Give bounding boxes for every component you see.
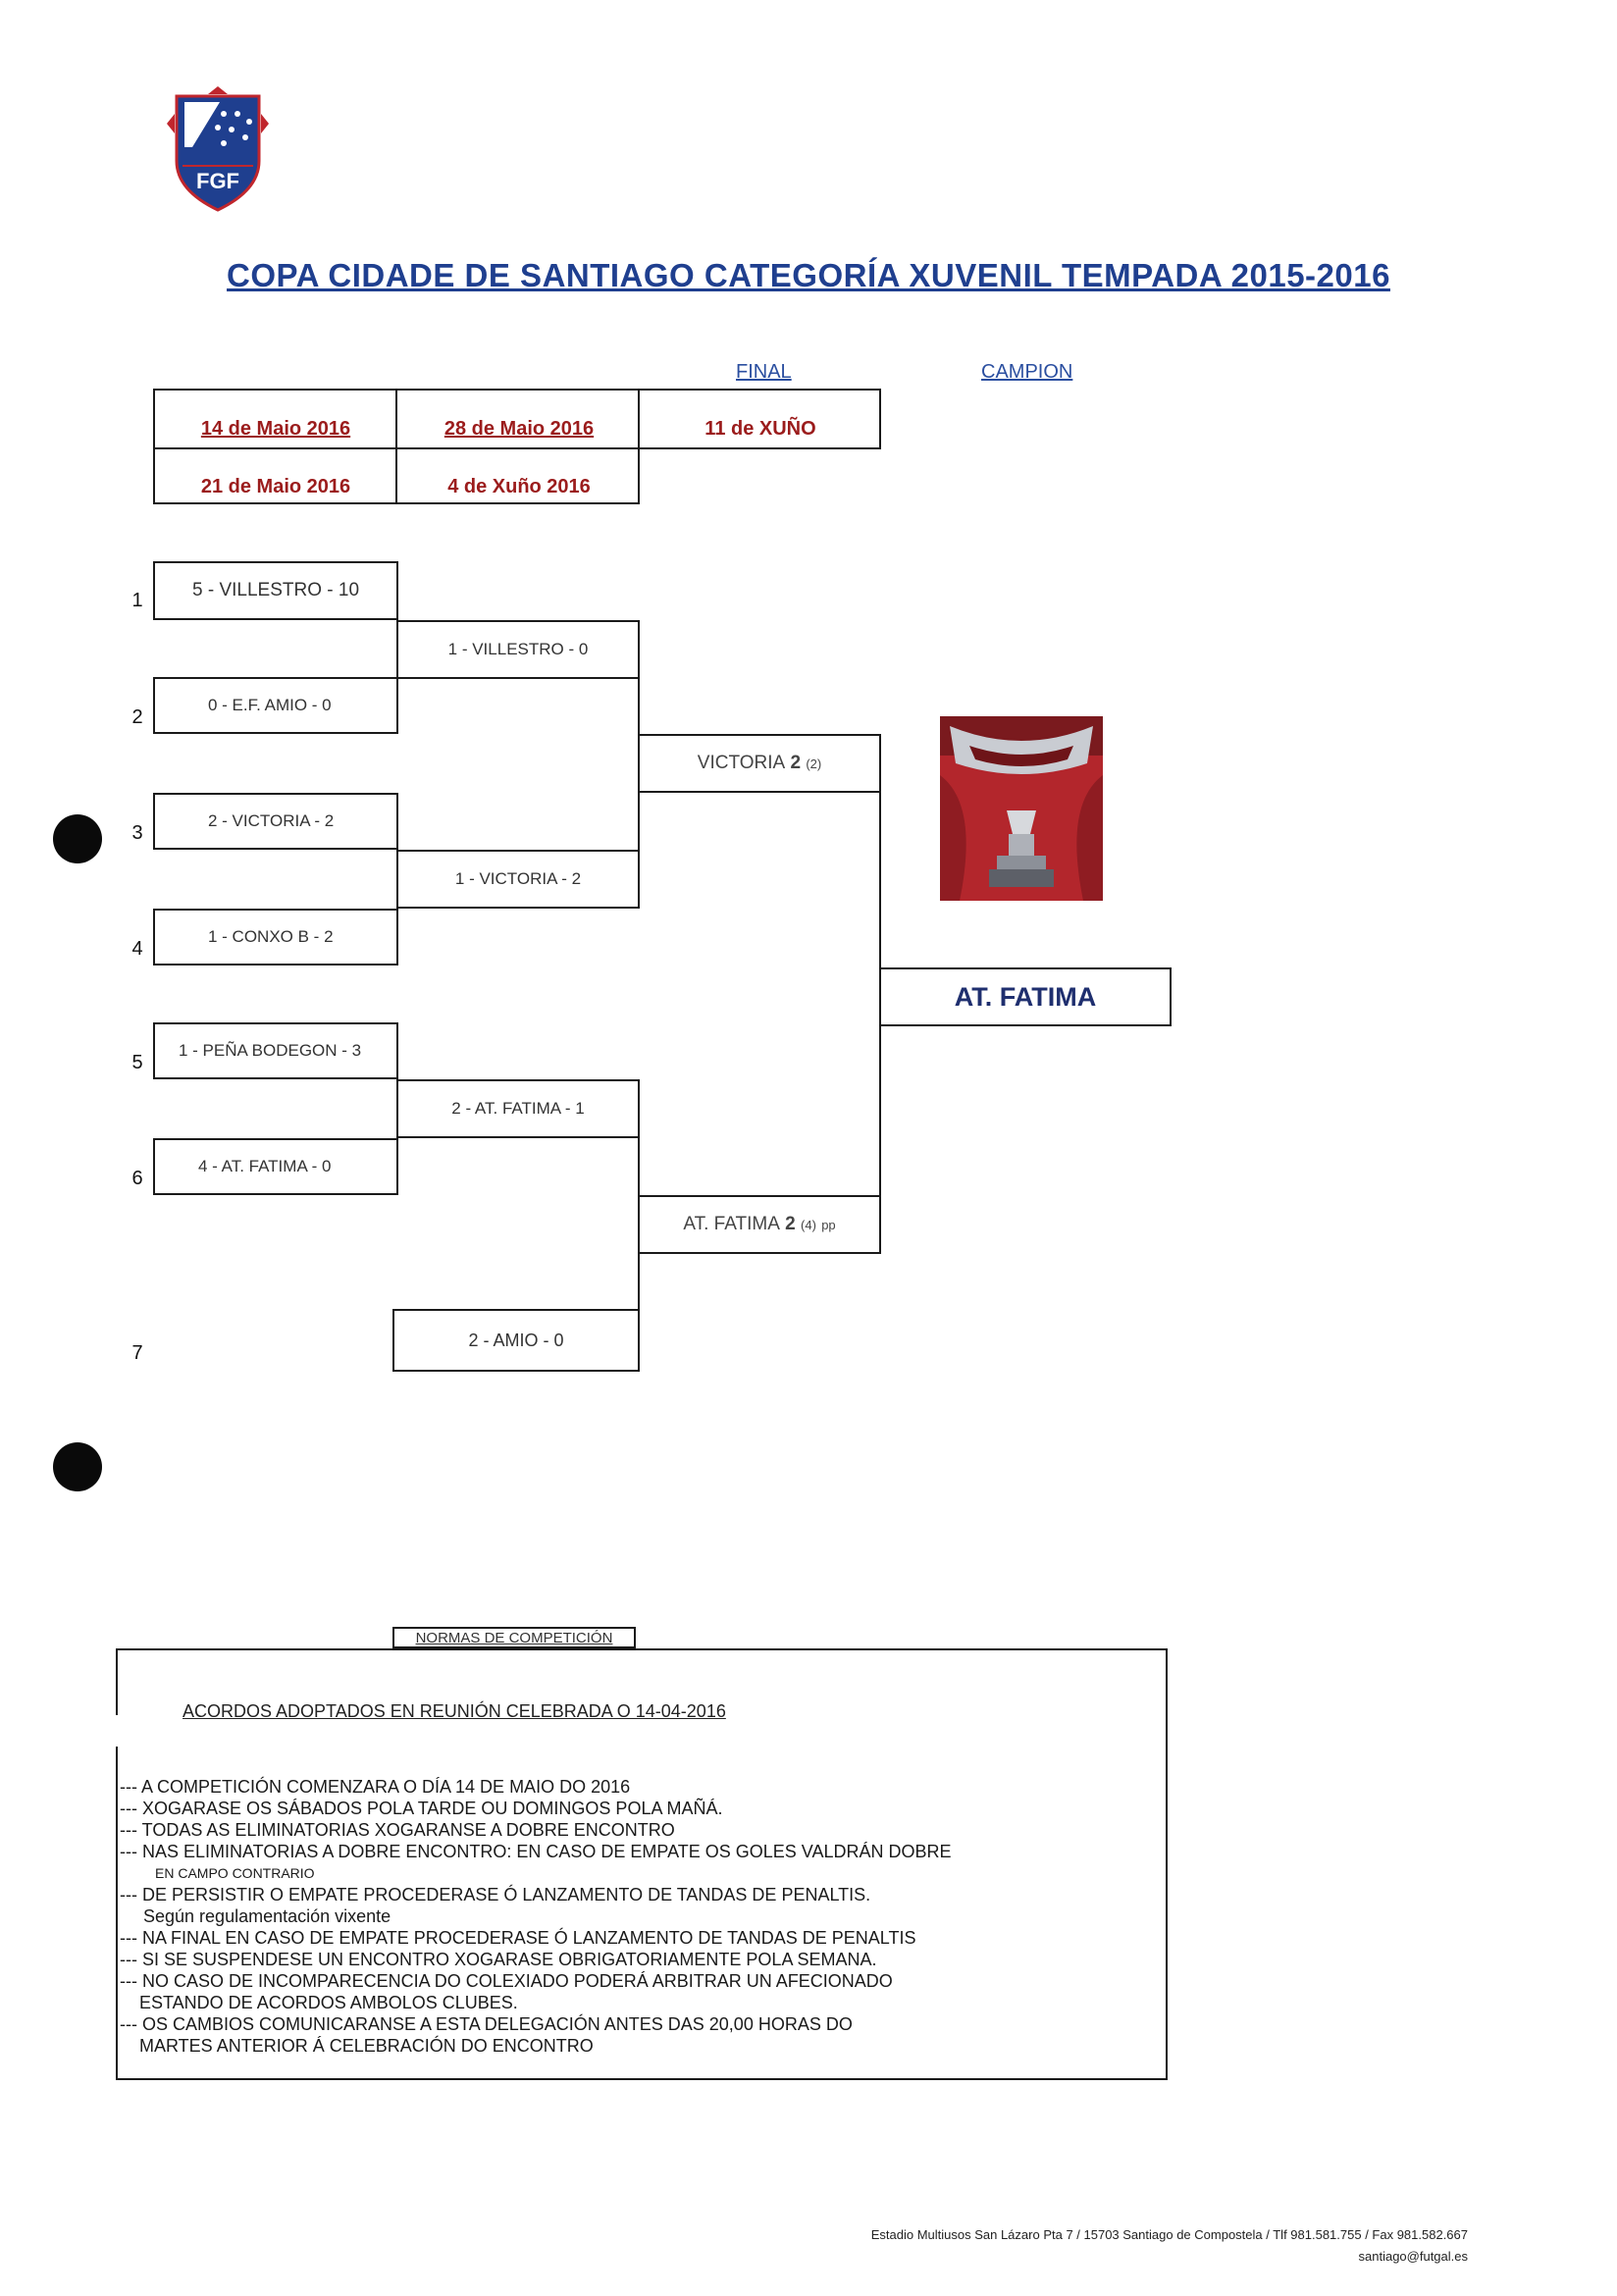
round1-match-6: 4 - AT. FATIMA - 0 bbox=[153, 1138, 398, 1195]
rules-list: --- A COMPETICIÓN COMENZARA O DÍA 14 DE … bbox=[120, 1776, 1160, 2057]
semifinal-bottom-pens: (4) bbox=[801, 1217, 816, 1232]
campion-header: CAMPION bbox=[981, 361, 1073, 383]
rules-tab: NORMAS DE COMPETICIÓN bbox=[392, 1627, 636, 1648]
rule-line-4: --- NAS ELIMINATORIAS A DOBRE ENCONTRO: … bbox=[120, 1842, 952, 1861]
fgf-logo: FGF bbox=[163, 84, 273, 216]
round2-match-1: 1 - VILLESTRO - 0 bbox=[396, 620, 640, 679]
date-r2-leg1: 28 de Maio 2016 bbox=[443, 418, 595, 440]
page-title: COPA CIDADE DE SANTIAGO CATEGORÍA XUVENI… bbox=[227, 257, 1390, 293]
seed-4: 4 bbox=[131, 938, 143, 960]
round1-match-5: 1 - PEÑA BODEGON - 3 bbox=[153, 1022, 398, 1079]
round2-match-4: 2 - AMIO - 0 bbox=[392, 1309, 640, 1372]
date-r2-leg2: 4 de Xuño 2016 bbox=[447, 476, 591, 497]
round1-match-2: 0 - E.F. AMIO - 0 bbox=[153, 677, 398, 734]
punch-hole-1 bbox=[53, 814, 102, 863]
trophy-photo bbox=[940, 716, 1103, 901]
rule-line-12: --- OS CAMBIOS COMUNICARANSE A ESTA DELE… bbox=[120, 2014, 853, 2034]
semifinal-bottom-suffix: pp bbox=[821, 1217, 836, 1232]
rule-line-3: --- TODAS AS ELIMINATORIAS XOGARANSE A D… bbox=[120, 1820, 675, 1840]
date-r1-leg2: 21 de Maio 2016 bbox=[200, 476, 351, 497]
rule-line-9: --- SI SE SUSPENDESE UN ENCONTRO XOGARAS… bbox=[120, 1950, 877, 1969]
semifinal-top-team: VICTORIA bbox=[697, 753, 786, 773]
punch-hole-2 bbox=[53, 1442, 102, 1491]
rule-line-6: --- DE PERSISTIR O EMPATE PROCEDERASE Ó … bbox=[120, 1885, 871, 1905]
logo-text: FGF bbox=[196, 169, 239, 193]
rule-line-5: EN CAMPO CONTRARIO bbox=[155, 1865, 315, 1881]
rule-line-2: --- XOGARASE OS SÁBADOS POLA TARDE OU DO… bbox=[120, 1799, 723, 1818]
seed-1: 1 bbox=[131, 590, 143, 611]
round2-match-2: 1 - VICTORIA - 2 bbox=[396, 850, 640, 909]
rules-box bbox=[116, 1648, 1168, 2080]
seed-6: 6 bbox=[131, 1168, 143, 1189]
round1-match-4: 1 - CONXO B - 2 bbox=[153, 909, 398, 965]
footer-email: santiago@futgal.es bbox=[1358, 2249, 1469, 2264]
footer-address: Estadio Multiusos San Lázaro Pta 7 / 157… bbox=[870, 2227, 1468, 2242]
rule-line-11: ESTANDO DE ACORDOS AMBOLOS CLUBES. bbox=[139, 1993, 518, 2012]
seed-5: 5 bbox=[131, 1052, 143, 1073]
semifinal-top-pens: (2) bbox=[806, 756, 822, 771]
champion-box: AT. FATIMA bbox=[879, 967, 1172, 1026]
seed-2: 2 bbox=[131, 706, 143, 728]
rules-heading: ACORDOS ADOPTADOS EN REUNIÓN CELEBRADA O… bbox=[183, 1701, 726, 1721]
semifinal-bottom: AT. FATIMA 2 (4) pp bbox=[638, 1195, 881, 1254]
rule-line-7: Según regulamentación vixente bbox=[143, 1906, 391, 1926]
final-header: FINAL bbox=[736, 361, 792, 383]
date-r1-leg1: 14 de Maio 2016 bbox=[200, 418, 351, 440]
semifinal-top-score: 2 bbox=[790, 753, 802, 773]
champion-name: AT. FATIMA bbox=[954, 981, 1097, 1012]
rule-line-13: MARTES ANTERIOR Á CELEBRACIÓN DO ENCONTR… bbox=[139, 2036, 594, 2056]
seed-3: 3 bbox=[131, 822, 143, 844]
semifinal-bottom-team: AT. FATIMA bbox=[683, 1214, 780, 1234]
semifinal-bottom-score: 2 bbox=[785, 1214, 796, 1234]
date-final: 11 de XUÑO bbox=[704, 418, 816, 440]
semifinal-top: VICTORIA 2 (2) bbox=[638, 734, 881, 793]
seed-7: 7 bbox=[131, 1342, 143, 1364]
round2-match-3: 2 - AT. FATIMA - 1 bbox=[396, 1079, 640, 1138]
rule-line-8: --- NA FINAL EN CASO DE EMPATE PROCEDERA… bbox=[120, 1928, 916, 1948]
round1-match-3: 2 - VICTORIA - 2 bbox=[153, 793, 398, 850]
final-date-box bbox=[638, 389, 881, 449]
round1-match-1: 5 - VILLESTRO - 10 bbox=[153, 561, 398, 620]
rule-line-1: --- A COMPETICIÓN COMENZARA O DÍA 14 DE … bbox=[120, 1777, 631, 1797]
rules-tab-label: NORMAS DE COMPETICIÓN bbox=[415, 1629, 613, 1646]
rule-line-10: --- NO CASO DE INCOMPARECENCIA DO COLEXI… bbox=[120, 1971, 893, 1991]
